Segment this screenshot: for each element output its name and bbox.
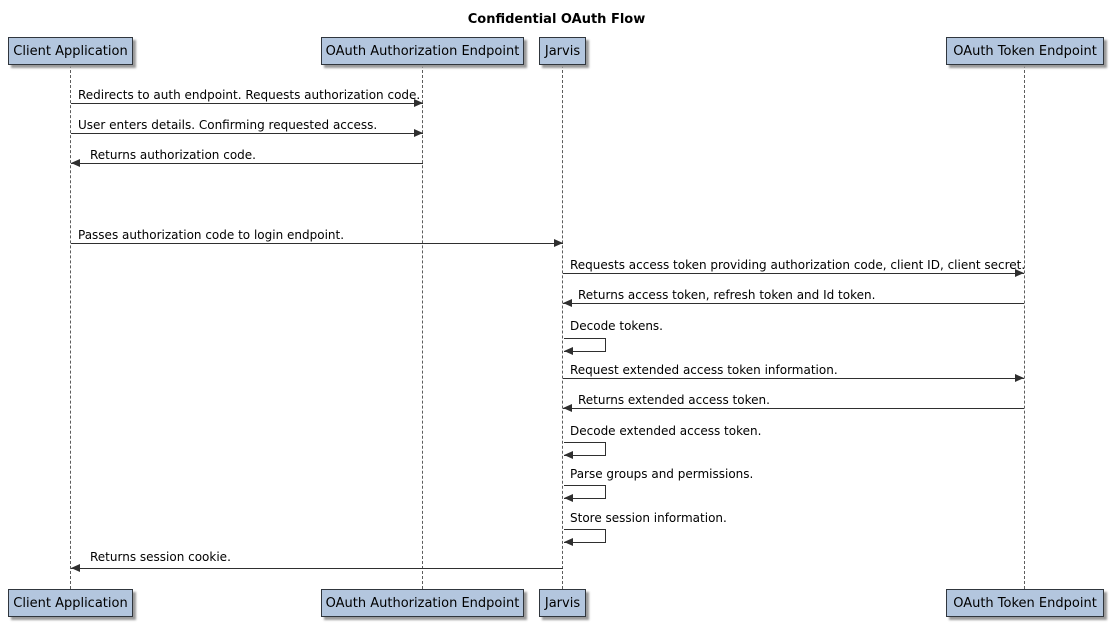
participant-top-jarvis: Jarvis <box>539 37 586 65</box>
participant-label: Client Application <box>13 43 128 59</box>
self-message-loop <box>564 338 606 352</box>
lifeline-jarvis <box>562 65 563 589</box>
arrowhead-left-icon <box>71 159 80 167</box>
arrowhead-left-icon <box>564 451 573 459</box>
message-1-arrow <box>71 103 423 104</box>
lifeline-oauth-token-endpoint <box>1024 65 1025 589</box>
self-message-loop <box>564 485 606 499</box>
arrowhead-right-icon <box>554 239 563 247</box>
participant-label: OAuth Token Endpoint <box>953 595 1097 611</box>
participant-bottom-oauth-token-endpoint: OAuth Token Endpoint <box>946 589 1104 617</box>
arrowhead-left-icon <box>563 404 572 412</box>
self-message-loop <box>564 442 606 456</box>
message-4-label: Passes authorization code to login endpo… <box>78 228 345 242</box>
message-4-arrow <box>71 243 563 244</box>
arrowhead-right-icon <box>1015 269 1024 277</box>
participant-bottom-oauth-authorization-endpoint: OAuth Authorization Endpoint <box>321 589 524 617</box>
participant-top-client-application: Client Application <box>8 37 133 65</box>
message-9-arrow <box>563 408 1024 409</box>
message-1-label: Redirects to auth endpoint. Requests aut… <box>78 88 421 102</box>
participant-top-oauth-authorization-endpoint: OAuth Authorization Endpoint <box>321 37 524 65</box>
participant-label: Jarvis <box>544 595 581 611</box>
message-3-label: Returns authorization code. <box>90 148 256 162</box>
message-2-arrow <box>71 133 423 134</box>
participant-label: Jarvis <box>544 43 581 59</box>
participant-label: Client Application <box>13 595 128 611</box>
message-13-label: Returns session cookie. <box>90 550 231 564</box>
message-11-label: Parse groups and permissions. <box>570 467 754 481</box>
message-2-label: User enters details. Confirming requeste… <box>78 118 378 132</box>
lifeline-client-application <box>70 65 71 589</box>
message-10-label: Decode extended access token. <box>570 424 762 438</box>
participant-top-oauth-token-endpoint: OAuth Token Endpoint <box>946 37 1104 65</box>
participant-bottom-client-application: Client Application <box>8 589 133 617</box>
arrowhead-left-icon <box>563 299 572 307</box>
lifeline-oauth-authorization-endpoint <box>422 65 423 589</box>
message-6-arrow <box>563 303 1024 304</box>
participant-bottom-jarvis: Jarvis <box>539 589 586 617</box>
message-7-label: Decode tokens. <box>570 319 663 333</box>
message-6-label: Returns access token, refresh token and … <box>578 288 876 302</box>
message-13-arrow <box>71 568 563 569</box>
message-8-label: Request extended access token informatio… <box>570 363 838 377</box>
message-3-arrow <box>71 163 423 164</box>
diagram-title: Confidential OAuth Flow <box>467 12 646 27</box>
message-5-arrow <box>563 273 1024 274</box>
arrowhead-left-icon <box>564 538 573 546</box>
message-5-label: Requests access token providing authoriz… <box>570 258 1026 272</box>
arrowhead-right-icon <box>414 99 423 107</box>
participant-label: OAuth Token Endpoint <box>953 43 1097 59</box>
message-8-arrow <box>563 378 1024 379</box>
message-9-label: Returns extended access token. <box>578 393 770 407</box>
arrowhead-left-icon <box>564 494 573 502</box>
arrowhead-left-icon <box>71 564 80 572</box>
arrowhead-right-icon <box>1015 374 1024 382</box>
participant-label: OAuth Authorization Endpoint <box>325 43 520 59</box>
self-message-loop <box>564 529 606 543</box>
message-12-label: Store session information. <box>570 511 727 525</box>
arrowhead-right-icon <box>414 129 423 137</box>
arrowhead-left-icon <box>564 347 573 355</box>
participant-label: OAuth Authorization Endpoint <box>325 595 520 611</box>
